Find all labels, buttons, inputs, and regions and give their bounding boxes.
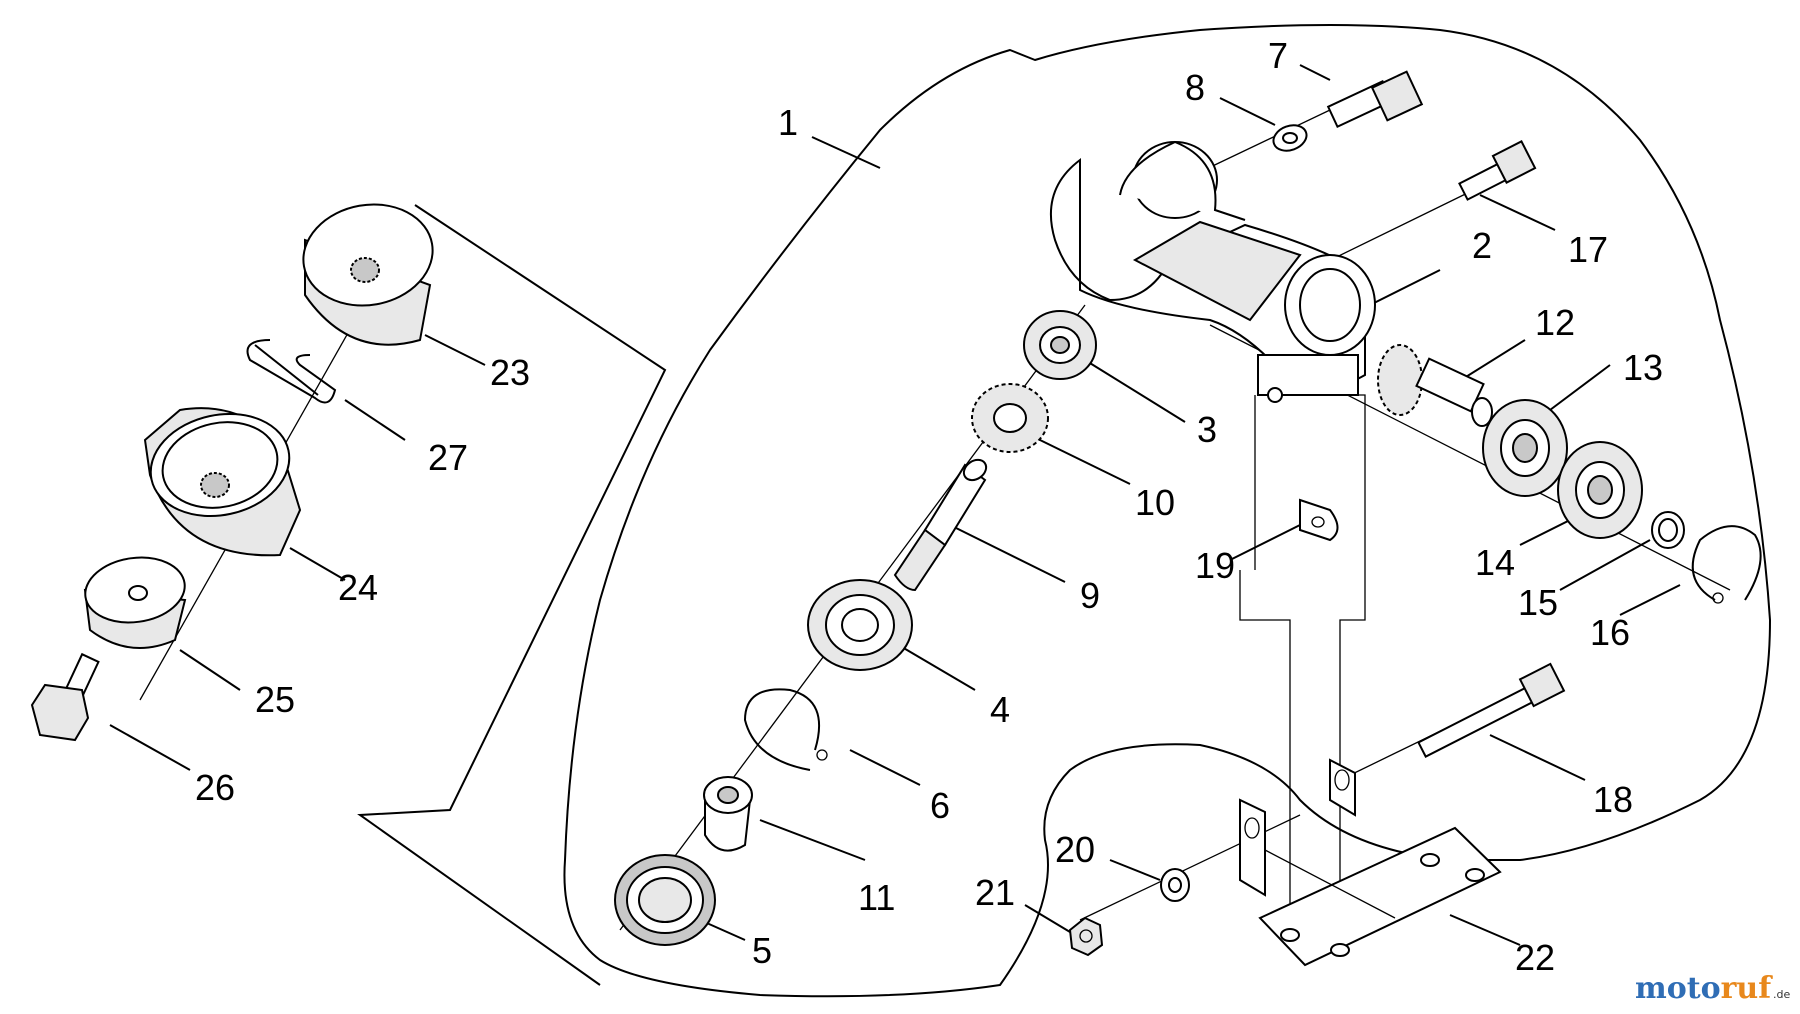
callout-17: 17 [1568,229,1608,270]
callout-22: 22 [1515,937,1555,978]
bearing-13 [1482,399,1568,497]
gear-case [1049,140,1376,946]
callout-24: 24 [338,567,378,608]
cup-23 [302,203,434,346]
callout-2: 2 [1472,225,1492,266]
watermark-part2: ruf [1721,971,1774,1006]
bearing-3 [1023,310,1097,380]
seal-5 [614,854,716,946]
bracket-22 [1239,758,1502,967]
clip-27 [246,339,337,404]
callout-7: 7 [1268,35,1288,76]
callout-15: 15 [1518,582,1558,623]
bearing-4 [807,579,913,671]
bolt-18 [1417,662,1566,758]
shaft-9 [893,458,988,592]
bolt-7 [1326,70,1424,128]
callout-labels: 1 2 3 4 5 6 7 8 9 10 11 12 13 14 15 16 1… [195,35,1663,978]
snap-ring-6 [743,688,828,771]
nut-21 [1068,916,1104,957]
washer-8 [1272,124,1308,152]
gear-shaft-12 [1377,344,1493,427]
watermark-part1: moto [1635,971,1721,1006]
collar-11 [703,776,753,852]
bearing-14 [1557,441,1643,539]
callout-23: 23 [490,352,530,393]
housing-outline [563,24,1772,998]
callout-11: 11 [858,877,895,918]
bolt-26 [30,652,100,742]
callout-1: 1 [778,102,798,143]
gear-10 [971,383,1049,453]
snap-ring-16 [1691,525,1762,604]
watermark-logo: motoruf .de [1635,971,1790,1006]
callout-27: 27 [428,437,468,478]
callout-3: 3 [1197,409,1217,450]
callout-18: 18 [1593,779,1633,820]
callout-21: 21 [975,872,1015,913]
callout-20: 20 [1055,829,1095,870]
callout-8: 8 [1185,67,1205,108]
kit-bracket [357,204,667,986]
callout-26: 26 [195,767,235,808]
callout-14: 14 [1475,542,1515,583]
callout-5: 5 [752,930,772,971]
callout-12: 12 [1535,302,1575,343]
washer-19 [1299,498,1339,542]
callout-9: 9 [1080,575,1100,616]
callout-13: 13 [1623,347,1663,388]
holder-24 [143,407,302,557]
washer-20 [1160,868,1190,902]
screw-17 [1458,140,1537,201]
callout-16: 16 [1590,612,1630,653]
callout-6: 6 [930,785,950,826]
callout-19: 19 [1195,545,1235,586]
washer-15 [1651,511,1685,549]
callout-4: 4 [990,689,1010,730]
leader-lines [109,64,1681,946]
callout-25: 25 [255,679,295,720]
svg-text:motoruf: motoruf [1635,971,1773,1006]
callout-10: 10 [1135,482,1175,523]
watermark-suffix: .de [1773,988,1790,1001]
spacer-25 [83,556,187,649]
